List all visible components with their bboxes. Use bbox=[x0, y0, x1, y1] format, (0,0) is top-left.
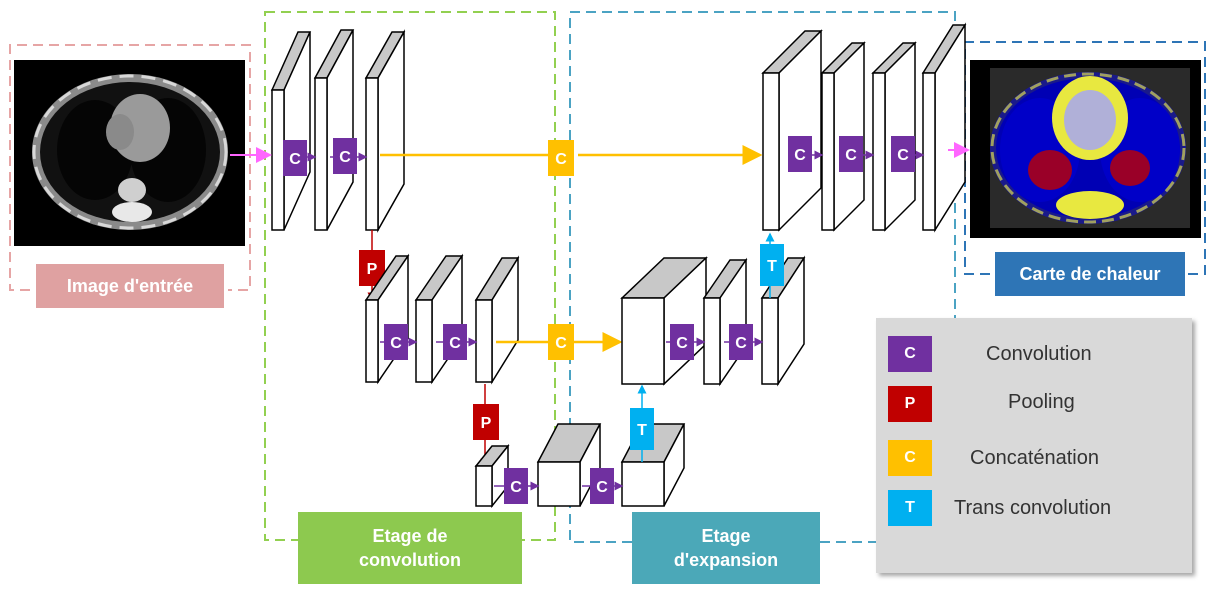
enc1-map-1-front bbox=[271, 89, 285, 231]
dec2-map-2-front bbox=[703, 297, 721, 385]
dec2-map-1-front bbox=[621, 297, 665, 385]
output-border bbox=[964, 41, 1206, 275]
legend-label-convolution: Convolution bbox=[986, 343, 1092, 365]
dec1-conv-op-1-letter: C bbox=[794, 147, 806, 164]
dec2-conv-op-2 bbox=[729, 324, 753, 360]
bottom-conv-op-1 bbox=[504, 468, 528, 504]
bottom-map-1-front bbox=[475, 465, 493, 507]
bottom-conv-op-2-letter: C bbox=[596, 479, 608, 496]
dec1-conv-op-3-letter: C bbox=[897, 147, 909, 164]
pool2-op-letter: P bbox=[481, 415, 492, 432]
dec2-conv-op-1-letter: C bbox=[676, 335, 688, 352]
exp-stage-label: Etage d'expansion bbox=[632, 512, 820, 584]
dec1-conv-op-2 bbox=[839, 136, 863, 172]
bottom-conv-op-1-letter: C bbox=[510, 479, 522, 496]
input-border bbox=[9, 44, 251, 291]
dec2-conv-op-2-letter: C bbox=[735, 335, 747, 352]
dec1-map-2-front bbox=[821, 72, 835, 231]
legend-key-pooling: P bbox=[888, 386, 932, 422]
trans2-op bbox=[630, 408, 654, 450]
output-heatmap-image bbox=[970, 60, 1201, 238]
legend-key-convolution: C bbox=[888, 336, 932, 372]
enc2-conv-op-2-letter: C bbox=[449, 335, 461, 352]
legend-label-pooling: Pooling bbox=[1008, 391, 1075, 413]
trans2-op-letter: T bbox=[637, 422, 647, 439]
legend-key-trans-convolution: T bbox=[888, 490, 932, 526]
enc2-map-2-front bbox=[415, 299, 433, 383]
enc2-conv-op-1 bbox=[384, 324, 408, 360]
enc1-conv-op-2-letter: C bbox=[339, 149, 351, 166]
legend-label-trans-convolution: Trans convolution bbox=[954, 497, 1112, 519]
legend-key-concatenation: C bbox=[888, 440, 932, 476]
enc1-conv-op-1 bbox=[283, 140, 307, 176]
trans1-op bbox=[760, 244, 784, 286]
enc1-map-2-front bbox=[314, 77, 328, 231]
enc2-map-1-front bbox=[365, 299, 379, 383]
conv-stage-label: Etage de convolution bbox=[298, 512, 522, 584]
pool1-op-letter: P bbox=[367, 261, 378, 278]
pool2-op bbox=[473, 404, 499, 440]
enc1-map-3-front bbox=[365, 77, 379, 231]
dec1-conv-op-1 bbox=[788, 136, 812, 172]
skip2-concat-op bbox=[548, 324, 574, 360]
output-label: Carte de chaleur bbox=[995, 252, 1185, 296]
skip1-concat-op-letter: C bbox=[555, 151, 567, 168]
legend-label-concatenation: Concaténation bbox=[970, 447, 1099, 469]
dec1-map-3-front bbox=[872, 72, 886, 231]
bottom-map-3-front bbox=[621, 461, 665, 507]
bottom-map-2-front bbox=[537, 461, 581, 507]
enc2-map-3-front bbox=[475, 299, 493, 383]
trans1-op-letter: T bbox=[767, 258, 777, 275]
dec1-conv-op-3 bbox=[891, 136, 915, 172]
input-label: Image d'entrée bbox=[36, 264, 224, 308]
dec2-conv-op-1 bbox=[670, 324, 694, 360]
dec2-map-3-front bbox=[761, 297, 779, 385]
dec1-map-1-front bbox=[762, 72, 780, 231]
enc1-conv-op-2 bbox=[333, 138, 357, 174]
bottom-conv-op-2 bbox=[590, 468, 614, 504]
enc2-conv-op-2 bbox=[443, 324, 467, 360]
enc2-conv-op-1-letter: C bbox=[390, 335, 402, 352]
dec1-conv-op-2-letter: C bbox=[845, 147, 857, 164]
skip1-concat-op bbox=[548, 140, 574, 176]
enc1-conv-op-1-letter: C bbox=[289, 151, 301, 168]
skip2-concat-op-letter: C bbox=[555, 335, 567, 352]
input-ct-image bbox=[14, 60, 245, 246]
dec1-map-4-front bbox=[922, 72, 936, 231]
